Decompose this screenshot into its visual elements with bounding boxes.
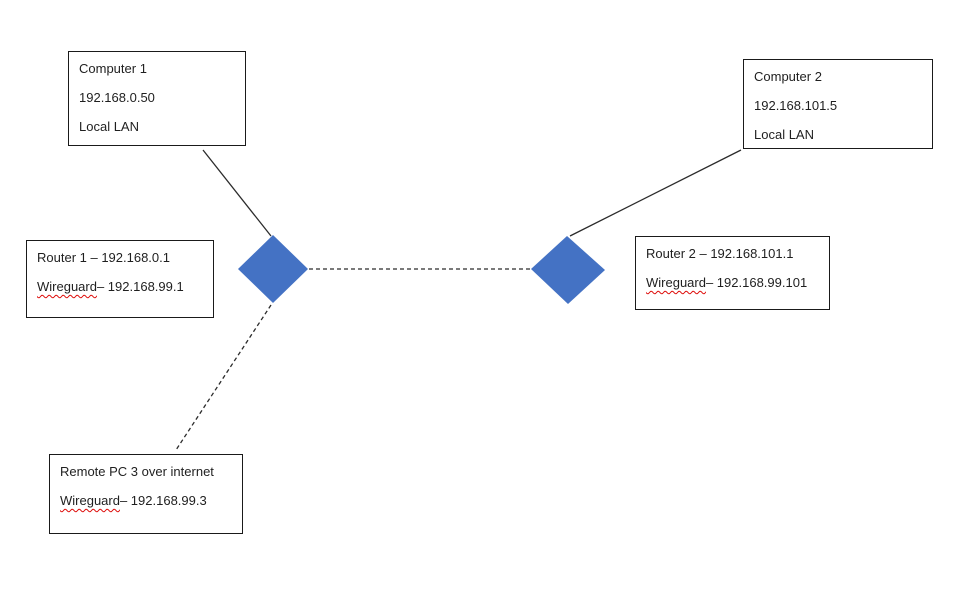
router2-wireguard-word: Wireguard [646,275,706,290]
router1-wireguard-ip: – 192.168.99.1 [96,279,184,294]
computer2-network: Local LAN [754,127,814,142]
link-computer1-router1[interactable] [202,149,272,237]
computer1-ip: 192.168.0.50 [79,90,155,105]
node-computer-2[interactable]: Computer 2 192.168.101.5 Local LAN [743,59,933,149]
router2-diamond-shape[interactable] [531,236,605,304]
remotepc3-title: Remote PC 3 over internet [60,464,214,479]
computer2-ip: 192.168.101.5 [754,98,838,113]
router2-title: Router 2 – 192.168.101.1 [646,246,794,261]
router1-title: Router 1 – 192.168.0.1 [37,250,170,265]
remotepc3-wireguard-ip: – 192.168.99.3 [119,493,207,508]
router2-wireguard-line: Wireguard – 192.168.99.101 [636,268,829,297]
node-remote-pc-3[interactable]: Remote PC 3 over internet Wireguard – 19… [49,454,243,534]
computer1-network: Local LAN [79,119,139,134]
node-router-2[interactable]: Router 2 – 192.168.101.1 Wireguard – 192… [635,236,830,310]
remotepc3-wireguard-word: Wireguard [60,493,120,508]
remotepc3-wireguard-line: Wireguard – 192.168.99.3 [50,486,242,515]
computer1-name: Computer 1 [79,61,147,76]
link-computer2-router2[interactable] [569,149,742,237]
link-router1-remotepc3-tunnel[interactable] [175,304,272,451]
router2-wireguard-ip: – 192.168.99.101 [705,275,808,290]
node-router-1[interactable]: Router 1 – 192.168.0.1 Wireguard – 192.1… [26,240,214,318]
router1-wireguard-word: Wireguard [37,279,97,294]
node-computer-1[interactable]: Computer 1 192.168.0.50 Local LAN [68,51,246,146]
computer2-name: Computer 2 [754,69,822,84]
router1-wireguard-line: Wireguard – 192.168.99.1 [27,272,213,301]
router1-diamond-shape[interactable] [238,235,308,303]
